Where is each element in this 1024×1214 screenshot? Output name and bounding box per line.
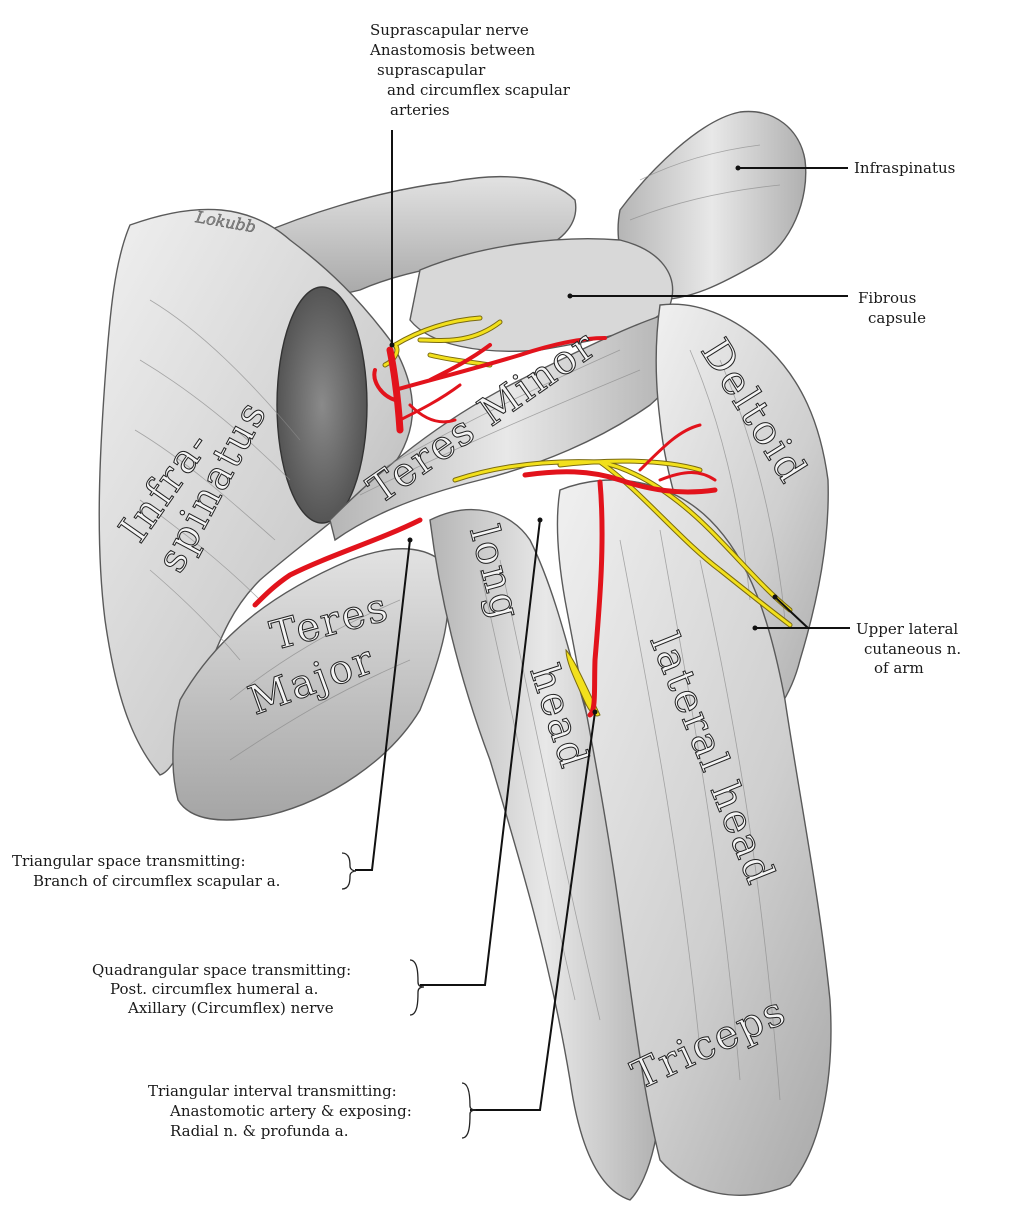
annotation-labels: Suprascapular nerve Anastomosis between … <box>12 21 961 1140</box>
label-suprascapular-nerve: Suprascapular nerve <box>370 21 529 39</box>
label-fibrous-l1: Fibrous <box>858 289 916 307</box>
cut-acromion-surface <box>276 286 368 524</box>
label-triangular-space-l1: Triangular space transmitting: <box>12 852 246 870</box>
label-quadrangular-l2: Post. circumflex humeral a. <box>110 980 318 998</box>
triceps-lateral-head-shape <box>556 479 832 1196</box>
label-anastomosis-l4: arteries <box>390 101 450 119</box>
label-fibrous-l2: capsule <box>868 309 926 327</box>
leader-triangular-space <box>355 539 411 871</box>
label-upper-lateral-l2: cutaneous n. <box>864 640 961 658</box>
braces <box>341 852 477 1139</box>
leader-lines <box>355 130 850 1111</box>
triceps-long-head-shape <box>429 508 662 1201</box>
label-infraspinatus: Infraspinatus <box>854 159 955 177</box>
label-quadrangular-l3: Axillary (Circumflex) nerve <box>127 999 334 1017</box>
label-triangular-interval-l3: Radial n. & profunda a. <box>170 1122 349 1140</box>
leader-triangular-interval <box>470 711 596 1111</box>
label-anastomosis-l1: Anastomosis between <box>369 41 536 59</box>
brace-triangular-space <box>341 852 357 890</box>
arteries <box>252 336 718 718</box>
anatomy-illustration: Infra- spinatus Teres Minor Deltoid Tere… <box>98 110 832 1201</box>
label-anastomosis-l3: and circumflex scapular <box>387 81 571 99</box>
label-anastomosis-l2: suprascapular <box>377 61 486 79</box>
brace-quadrangular <box>409 959 425 1016</box>
label-triangular-interval-l2: Anastomotic artery & exposing: <box>169 1102 412 1120</box>
brace-triangular-interval <box>461 1082 477 1139</box>
leader-quadrangular <box>420 519 541 986</box>
label-triangular-interval-l1: Triangular interval transmitting: <box>148 1082 397 1100</box>
label-upper-lateral-l3: of arm <box>874 659 924 677</box>
label-triangular-space-l2: Branch of circumflex scapular a. <box>33 872 280 890</box>
label-upper-lateral-l1: Upper lateral <box>856 620 958 638</box>
muscle-fibers <box>134 144 786 1101</box>
label-quadrangular-l1: Quadrangular space transmitting: <box>92 961 351 979</box>
nerves <box>382 315 793 717</box>
